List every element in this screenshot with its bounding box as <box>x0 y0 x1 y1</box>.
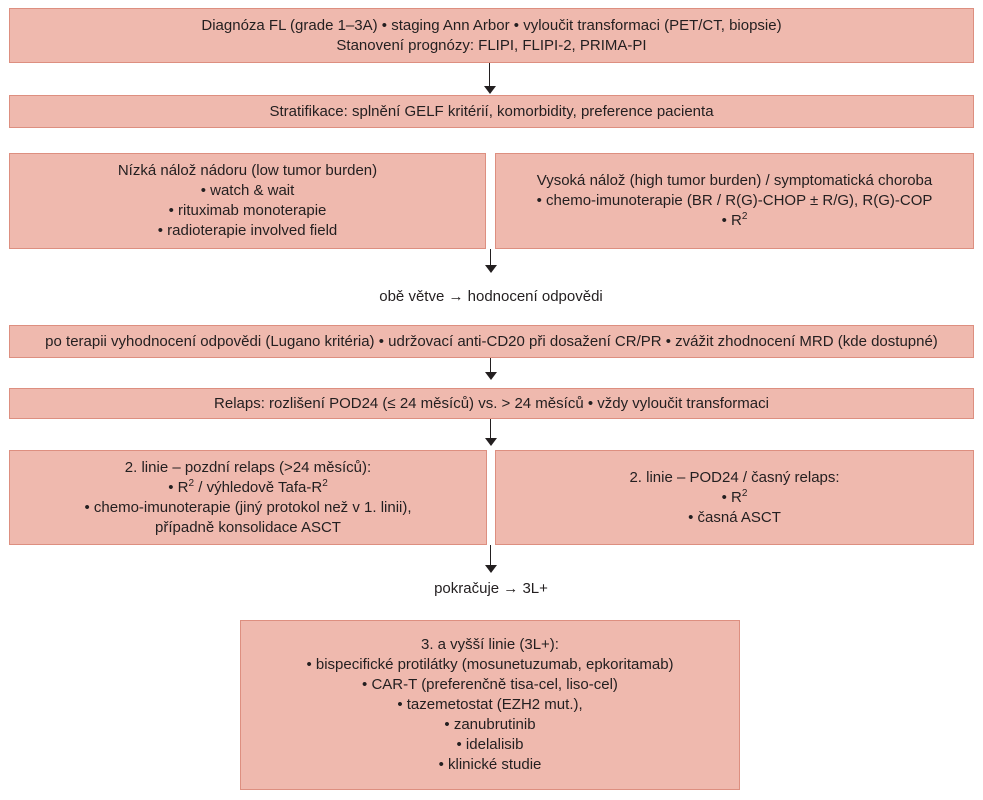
late-relapse-item: případně konsolidace ASCT <box>155 518 341 536</box>
late-relapse-r2-item: • R2 / výhledově Tafa-R2 <box>168 477 328 496</box>
early-relapse-r2-item: • R2 <box>721 487 748 506</box>
third-line-item: • CAR-T (preferenčně tisa-cel, liso-cel) <box>362 676 618 693</box>
relapse-text: Relaps: rozlišení POD24 (≤ 24 měsíců) vs… <box>214 394 769 412</box>
response-text: po terapii vyhodnocení odpovědi (Lugano … <box>45 332 938 350</box>
high-burden-title: Vysoká nálož (high tumor burden) / sympt… <box>536 172 933 189</box>
low-burden-item: • rituximab monoterapie <box>168 202 327 219</box>
high-burden-item-r2: • R2 <box>721 211 748 230</box>
stratification-text: Stratifikace: splnění GELF kritérií, kom… <box>269 102 714 120</box>
early-relapse-title: 2. linie – POD24 / časný relaps: <box>629 468 840 486</box>
third-line-title: 3. a vyšší linie (3L+): <box>421 636 559 653</box>
late-relapse-item: • chemo-imunoterapie (jiný protokol než … <box>84 498 412 516</box>
relapse-box: Relaps: rozlišení POD24 (≤ 24 měsíců) vs… <box>9 388 974 419</box>
third-line-item: • tazemetostat (EZH2 mut.), <box>397 696 583 713</box>
response-box: po terapii vyhodnocení odpovědi (Lugano … <box>9 325 974 358</box>
third-line-item: • bispecifické protilátky (mosunetuzumab… <box>306 656 674 673</box>
diagnosis-line-1: Diagnóza FL (grade 1–3A) • staging Ann A… <box>201 16 782 34</box>
low-burden-item: • radioterapie involved field <box>157 222 338 239</box>
high-burden-item: • chemo-imunoterapie (BR / R(G)-CHOP ± R… <box>536 192 933 209</box>
low-burden-box: Nízká nálož nádoru (low tumor burden) • … <box>9 153 486 249</box>
low-burden-title: Nízká nálož nádoru (low tumor burden) <box>117 162 378 179</box>
late-relapse-box: 2. linie – pozdní relaps (>24 měsíců): •… <box>9 450 487 545</box>
stratification-box: Stratifikace: splnění GELF kritérií, kom… <box>9 95 974 128</box>
low-burden-item: • watch & wait <box>200 182 295 199</box>
diagnosis-box: Diagnóza FL (grade 1–3A) • staging Ann A… <box>9 8 974 63</box>
arrow-down-icon <box>485 419 497 446</box>
arrow-down-icon <box>485 545 497 573</box>
third-line-box: 3. a vyšší linie (3L+): • bispecifické p… <box>240 620 740 790</box>
arrow-down-icon <box>485 358 497 380</box>
continues-note: pokračuje → 3L+ <box>434 580 548 597</box>
third-line-item: • klinické studie <box>438 756 542 773</box>
both-branches-note: obě větve → hodnocení odpovědi <box>379 288 603 305</box>
diagnosis-line-2: Stanovení prognózy: FLIPI, FLIPI-2, PRIM… <box>336 36 647 54</box>
high-burden-box: Vysoká nálož (high tumor burden) / sympt… <box>495 153 974 249</box>
third-line-item: • zanubrutinib <box>444 716 536 733</box>
early-relapse-item: • časná ASCT <box>688 508 781 526</box>
third-line-item: • idelalisib <box>456 736 524 753</box>
late-relapse-title: 2. linie – pozdní relaps (>24 měsíců): <box>124 458 372 476</box>
arrow-down-icon <box>484 63 496 94</box>
early-relapse-box: 2. linie – POD24 / časný relaps: • R2 • … <box>495 450 974 545</box>
arrow-down-icon <box>485 249 497 273</box>
